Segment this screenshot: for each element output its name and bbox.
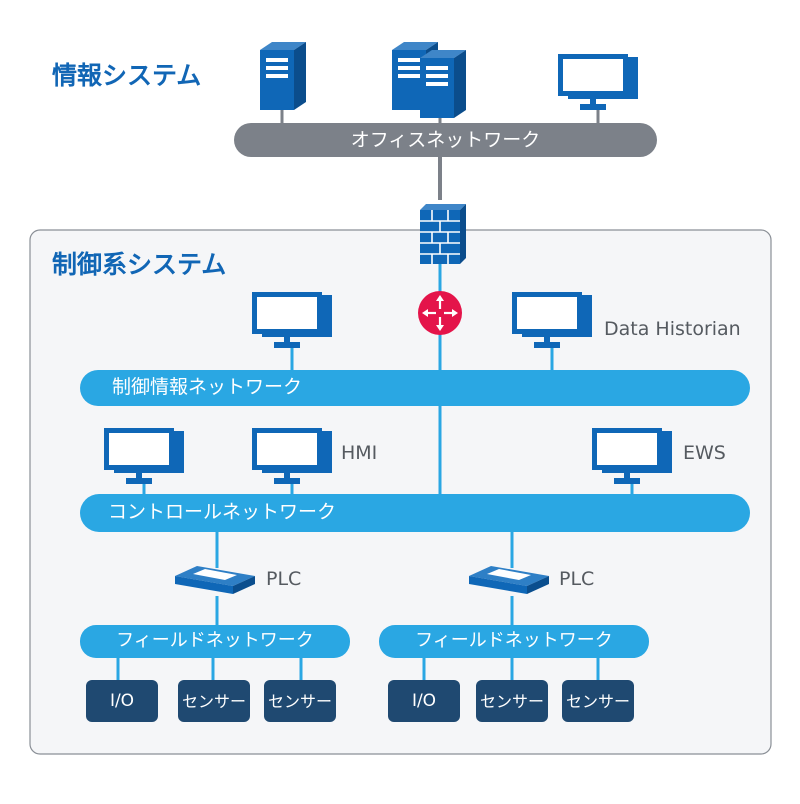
- monitor-icon: [558, 54, 638, 110]
- ews-label: EWS: [683, 442, 726, 464]
- sensor-box: [178, 680, 250, 722]
- sensor-label: センサー: [479, 692, 544, 711]
- control-network-label: コントロールネットワーク: [108, 501, 337, 523]
- sensor-label: センサー: [267, 692, 332, 711]
- plc-label: PLC: [266, 568, 302, 590]
- sensor-box: [476, 680, 548, 722]
- control-system-container: [29, 229, 772, 755]
- field-network-label: フィールドネットワーク: [415, 630, 613, 651]
- information-system-title: 情報システム: [52, 61, 202, 90]
- office-network-bar: [234, 123, 657, 157]
- data-historian-label: Data Historian: [604, 318, 741, 340]
- sensor-label: センサー: [181, 692, 246, 711]
- field-network-label: フィールドネットワーク: [116, 630, 314, 651]
- sensor-box: [562, 680, 634, 722]
- io-label: I/O: [109, 691, 135, 711]
- io-box: [388, 680, 460, 722]
- control-network-bar: [80, 494, 750, 532]
- connection-lines: [116, 100, 634, 682]
- firewall-icon: [420, 204, 466, 264]
- sensor-label: センサー: [565, 692, 630, 711]
- io-label: I/O: [411, 691, 437, 711]
- io-box: [86, 680, 158, 722]
- hmi-label: HMI: [341, 442, 378, 464]
- server-icon: [420, 50, 466, 118]
- sensor-box: [264, 680, 336, 722]
- field-network-bar-left: [80, 625, 350, 658]
- office-network-label: オフィスネットワーク: [350, 129, 541, 151]
- control-system-title: 制御系システム: [52, 250, 227, 279]
- router-icon: [418, 291, 462, 335]
- server-icon: [260, 42, 306, 110]
- control-info-network-bar: [80, 370, 750, 406]
- field-device-boxes: [86, 680, 634, 722]
- field-network-bar-right: [379, 625, 649, 658]
- plc-label: PLC: [559, 568, 595, 590]
- control-info-network-label: 制御情報ネットワーク: [112, 376, 303, 398]
